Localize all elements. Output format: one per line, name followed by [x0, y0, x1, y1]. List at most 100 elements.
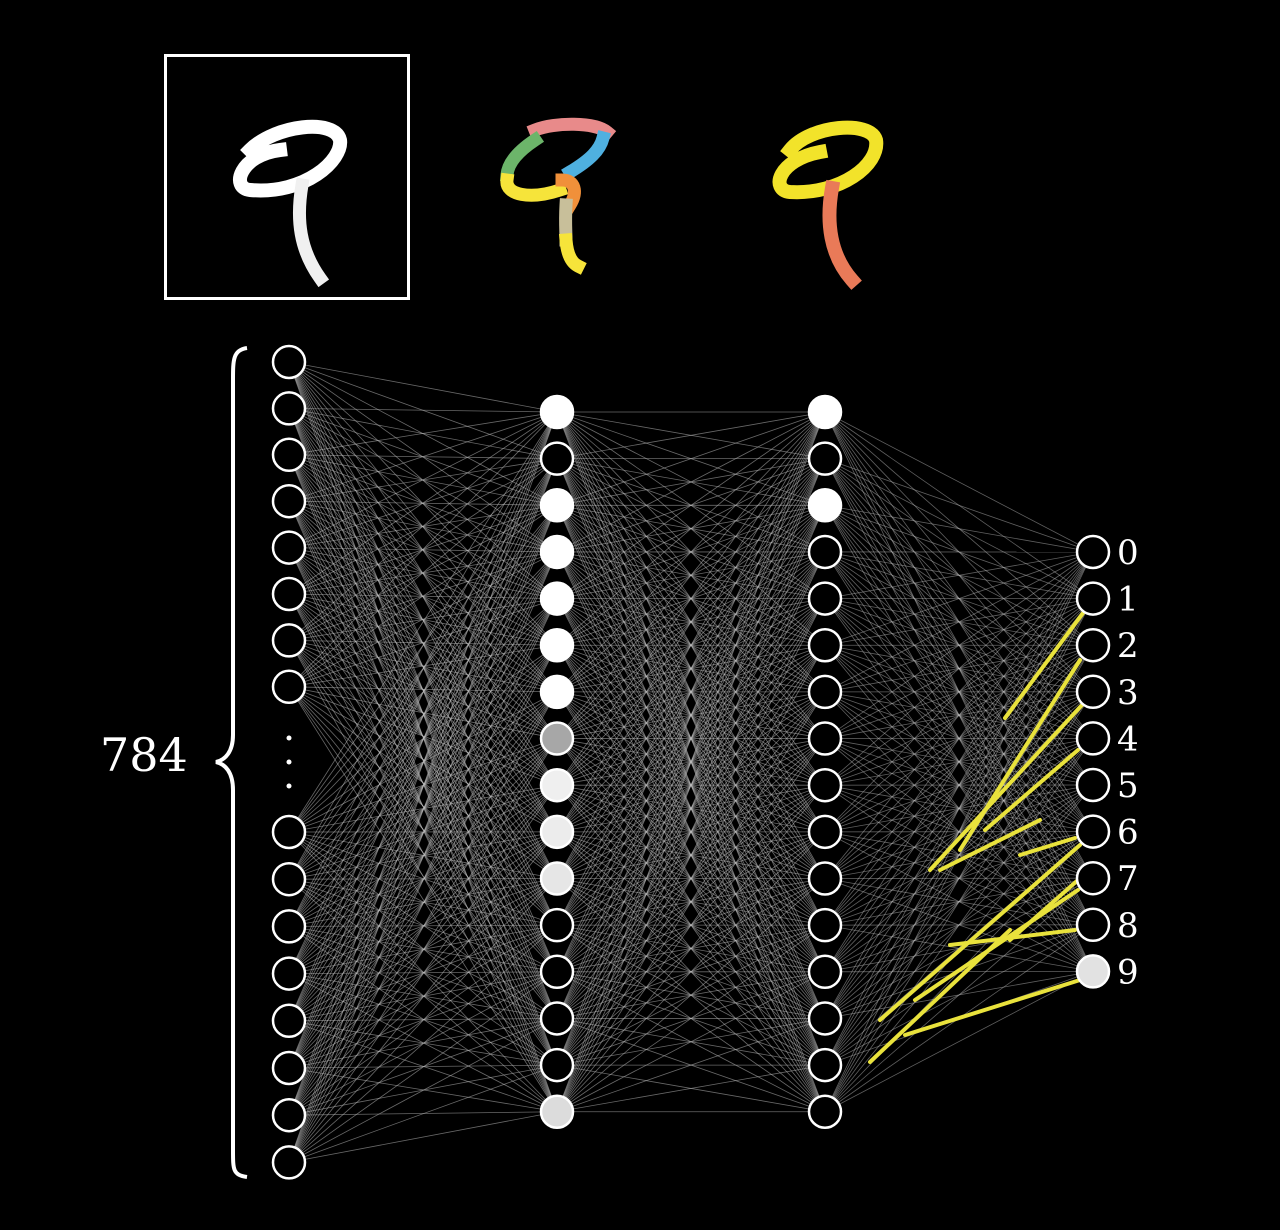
connection-line [556, 411, 826, 693]
connection-line [288, 738, 558, 1163]
connection-line [824, 691, 1094, 1112]
hidden2-neuron [807, 767, 843, 803]
connection-line [288, 598, 558, 688]
output-label: 7 [1117, 859, 1139, 899]
hidden1-neuron [539, 1047, 575, 1083]
input-neuron [271, 1050, 307, 1086]
neurons [271, 344, 1111, 1180]
connection-line [556, 1064, 826, 1113]
hidden1-neuron [539, 674, 575, 710]
input-neuron [271, 483, 307, 519]
connection-line [288, 411, 558, 456]
hidden1-neuron [539, 814, 575, 850]
connection-line [288, 686, 558, 833]
connection-line [288, 411, 558, 1163]
connection-line [824, 551, 1094, 1066]
connection-line [556, 645, 826, 1112]
connection-line [288, 411, 558, 688]
hidden1-neuron [539, 488, 575, 523]
connection-line [556, 831, 826, 1113]
connection-line [556, 411, 826, 506]
connection-line [288, 971, 558, 1163]
connection-line [556, 411, 826, 553]
connection-line [556, 411, 826, 1112]
connection-line [824, 551, 1094, 646]
input-neuron [271, 1003, 307, 1039]
connection-line [824, 504, 1094, 553]
connection-line [288, 411, 558, 833]
hidden2-neuron [807, 721, 843, 756]
hidden2-neuron [807, 581, 843, 616]
output-label: 0 [1117, 533, 1139, 573]
connection-line [556, 411, 826, 1019]
output-label: 2 [1117, 626, 1139, 666]
connection-line [288, 411, 558, 880]
connection-line [288, 411, 558, 1021]
output-neuron [1075, 581, 1111, 616]
connection-line [288, 411, 558, 595]
connection-line [556, 691, 826, 1112]
output-neuron [1075, 674, 1111, 710]
connection-line [824, 551, 1094, 926]
ellipsis-dot [286, 783, 292, 789]
highlight-connection [1018, 836, 1077, 857]
connection-line [556, 411, 826, 1066]
hidden2-neuron [807, 861, 843, 896]
connection-line [288, 361, 558, 413]
connection-line [288, 458, 558, 1163]
input-neuron [271, 956, 307, 991]
connection-line [288, 686, 558, 973]
connection-line [288, 831, 558, 1163]
output-neuron [1075, 860, 1111, 896]
hidden2-neuron [807, 394, 843, 430]
output-label: 1 [1117, 580, 1139, 620]
connection-line [288, 408, 558, 413]
output-label: 4 [1117, 719, 1139, 759]
output-label: 5 [1117, 766, 1139, 806]
connection-line [556, 411, 826, 646]
connection-line [288, 686, 558, 1019]
hidden1-neuron [539, 767, 575, 803]
hidden1-neuron [539, 721, 575, 756]
connection-line [288, 504, 558, 688]
input-neuron [271, 814, 307, 850]
connection-line [288, 1111, 558, 1163]
input-neuron [271, 669, 307, 705]
connection-line [288, 686, 558, 879]
connection-line [288, 1018, 558, 1163]
connection-line [556, 878, 826, 1113]
connection-line [556, 551, 826, 1112]
highlight-connection [928, 703, 1084, 872]
connection-line [288, 598, 558, 1163]
input-neuron [271, 623, 307, 658]
connection-line [288, 411, 558, 548]
highlight-connection [1003, 611, 1085, 720]
connection-line [288, 645, 558, 1163]
connection-line [288, 1064, 558, 1163]
output-neuron [1075, 767, 1111, 803]
connection-line [556, 411, 826, 879]
hidden2-neuron [807, 441, 843, 476]
input-layer-brace [215, 346, 248, 1179]
connection-line [288, 924, 558, 1163]
output-label: 6 [1117, 813, 1139, 853]
connection-line [824, 551, 1094, 693]
connection-line [288, 686, 558, 1112]
connection-line [556, 924, 826, 1113]
input-neuron [271, 576, 307, 612]
connection-line [824, 411, 1094, 553]
output-neuron [1075, 627, 1111, 663]
connection-line [288, 551, 558, 1163]
connection-line [556, 598, 826, 1112]
hidden1-neuron [539, 1094, 575, 1129]
connection-line [288, 458, 558, 688]
connection-line [824, 551, 1094, 1112]
output-neuron [1075, 814, 1111, 849]
highlight-connection [868, 928, 1012, 1064]
connection-line [824, 738, 1094, 1112]
connection-line [556, 458, 826, 1112]
hidden2-neuron [807, 1094, 843, 1129]
hidden1-neuron [539, 534, 575, 570]
